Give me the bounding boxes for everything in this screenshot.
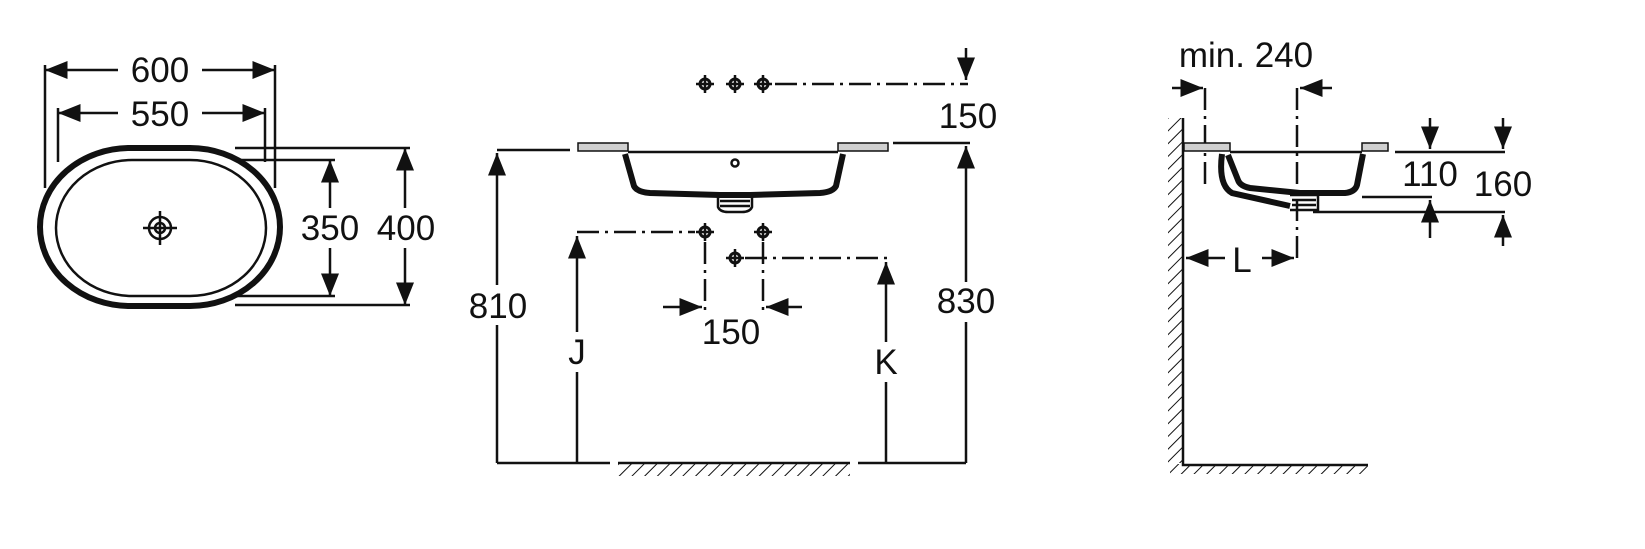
total-depth-label: 160: [1474, 165, 1532, 204]
j-label: J: [568, 333, 586, 372]
top-view: 600 550 350 400: [37, 51, 442, 309]
countertop-right: [1361, 142, 1389, 152]
tap-hole-icon: [752, 221, 774, 243]
k-label: K: [874, 343, 897, 382]
inner-depth-label: 350: [301, 209, 359, 248]
countertop-left: [1183, 142, 1231, 152]
tap-hole-icon: [694, 73, 716, 95]
overall-width-label: 600: [131, 51, 189, 90]
tap-spacing-label: 150: [702, 313, 760, 352]
tap-hole-icon: [694, 221, 716, 243]
tap-hole-icon: [724, 73, 746, 95]
bowl-depth-label: 110: [1402, 155, 1458, 194]
min-distance-label: min. 240: [1179, 36, 1313, 75]
drain-icon: [143, 211, 177, 245]
overall-depth-label: 400: [377, 209, 435, 248]
tap-height-offset-label: 150: [939, 97, 997, 136]
basin-profile: [1218, 153, 1366, 209]
l-label: L: [1232, 241, 1251, 280]
front-view: 150 810 830 J K 150: [460, 48, 1004, 476]
wall-hatch: [1168, 118, 1182, 463]
countertop-left: [577, 142, 629, 152]
countertop-right: [837, 142, 889, 152]
counter-height-left-label: 810: [469, 287, 527, 326]
tap-hole-icon: [752, 73, 774, 95]
counter-height-right-label: 830: [937, 282, 995, 321]
side-view: min. 240 L 110 160: [1168, 36, 1540, 474]
basin-profile: [622, 153, 846, 198]
tap-hole-icon: [724, 247, 746, 269]
basin-outer-outline: [37, 145, 283, 309]
inner-width-label: 550: [131, 95, 189, 134]
basin-inner-outline: [54, 158, 268, 298]
